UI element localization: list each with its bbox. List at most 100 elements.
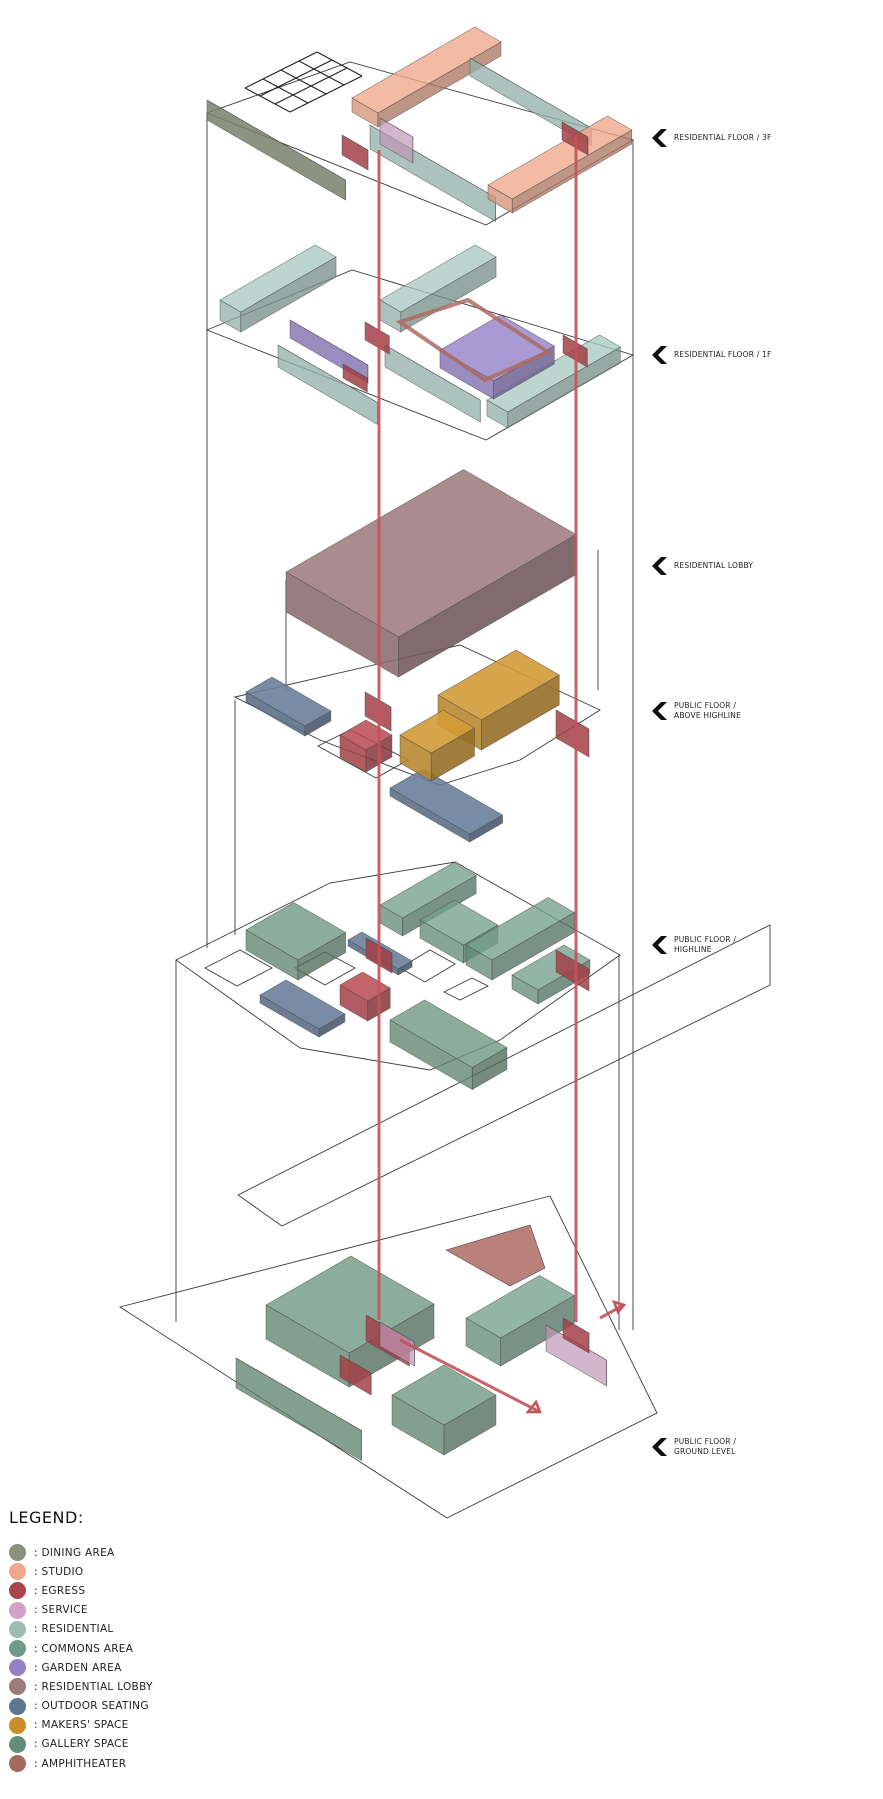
legend-item: : DINING AREA xyxy=(9,1543,153,1562)
floor-label-line: RESIDENTIAL FLOOR / 3F xyxy=(674,133,772,142)
commons-ground-1 xyxy=(465,1275,575,1367)
floor-label-line: RESIDENTIAL FLOOR / 1F xyxy=(674,350,772,359)
commons-highline-3 xyxy=(465,897,575,981)
egress-core-1f-b-top-face xyxy=(562,334,588,350)
residential-block-east-top-face xyxy=(469,57,592,129)
floor-label-high: PUBLIC FLOOR /HIGHLINE xyxy=(674,935,736,955)
floor-plate-3f xyxy=(205,61,635,226)
legend-label: : AMPHITHEATER xyxy=(34,1757,127,1770)
egress-core-ground-b-top-face xyxy=(562,1317,590,1334)
pergola-beam xyxy=(280,69,327,95)
residential-block-1f-nw-top-face xyxy=(219,244,337,313)
garden-block-east-top-face xyxy=(439,314,555,382)
pergola-beam xyxy=(298,60,345,86)
legend-label: : OUTDOOR SEATING xyxy=(34,1700,149,1713)
floor-label-line: ABOVE HIGHLINE xyxy=(674,711,742,720)
legend-label: : RESIDENTIAL LOBBY xyxy=(34,1680,153,1693)
floor-marker-chevron-icon xyxy=(651,702,669,724)
pergola-beam xyxy=(244,51,318,89)
gallery-ground-3 xyxy=(391,1364,497,1456)
service-core-3f-top-face xyxy=(379,117,414,138)
floor-label-above: PUBLIC FLOOR /ABOVE HIGHLINE xyxy=(674,701,741,721)
gallery-highline-2 xyxy=(389,999,508,1091)
gallery-ground-2-top-face xyxy=(235,1357,362,1431)
legend-label: : STUDIO xyxy=(34,1565,84,1578)
legend-swatch xyxy=(9,1582,26,1600)
dining-block-top-face xyxy=(206,99,346,181)
legend-swatch xyxy=(9,1755,26,1773)
floor-label-line: PUBLIC FLOOR / xyxy=(674,935,737,944)
commons-highline-1-top-face xyxy=(379,862,477,919)
legend-item: : OUTDOOR SEATING xyxy=(9,1697,153,1716)
legend-swatch xyxy=(9,1716,26,1734)
gallery-highline-1 xyxy=(245,902,347,981)
floor-plate-ground xyxy=(118,1195,658,1519)
makers-space-large-top-face xyxy=(437,649,560,721)
residential-block-1f-nw xyxy=(219,244,337,333)
service-core-ground-a xyxy=(379,1321,415,1367)
legend-label: : GARDEN AREA xyxy=(34,1661,122,1674)
floor-label-line: PUBLIC FLOOR / xyxy=(674,1437,737,1446)
floor-opening xyxy=(204,949,273,987)
floor-marker-chevron-icon xyxy=(651,1438,669,1460)
egress-core-above-b-left-face xyxy=(555,709,590,758)
legend-label: : RESIDENTIAL xyxy=(34,1623,114,1636)
floor-label-line: PUBLIC FLOOR / xyxy=(674,701,737,710)
legend-swatch xyxy=(9,1601,26,1619)
floor-marker-chevron-icon xyxy=(651,129,669,151)
residential-block-1f-ne xyxy=(379,244,497,333)
residential-block-1f-s xyxy=(384,344,481,423)
floor-label-res1: RESIDENTIAL FLOOR / 1F xyxy=(674,350,772,360)
legend-swatch xyxy=(9,1678,26,1696)
floor-marker-chevron-icon xyxy=(651,346,669,368)
legend-item: : RESIDENTIAL xyxy=(9,1620,153,1639)
dining-block xyxy=(206,99,346,201)
legend-item: : MAKERS' SPACE xyxy=(9,1716,153,1735)
outdoor-seating-above-2-top-face xyxy=(389,768,504,835)
egress-core-highline-a-top-face xyxy=(365,937,393,954)
egress-route-arrow-b xyxy=(599,1304,623,1320)
egress-core-1f-c-top-face xyxy=(342,363,368,379)
legend-swatch xyxy=(9,1620,26,1638)
floor-marker-chevron-icon xyxy=(651,557,669,579)
residential-block-1f-ne-top-face xyxy=(379,244,497,313)
gallery-ground-3-top-face xyxy=(391,1364,497,1426)
egress-core-highline-b-top-face xyxy=(555,949,590,970)
egress-core-ground-b xyxy=(562,1317,590,1354)
garden-block-east xyxy=(439,314,555,400)
legend-swatch xyxy=(9,1735,26,1753)
gallery-highline-2-top-face xyxy=(389,999,508,1068)
garden-block-west-top-face xyxy=(289,319,369,366)
residential-block-1f-s-top-face xyxy=(384,344,481,401)
floor-plate-above-highline xyxy=(233,644,601,786)
legend-item: : GARDEN AREA xyxy=(9,1658,153,1677)
floor-label-line: GROUND LEVEL xyxy=(674,1447,736,1456)
pergola-beam xyxy=(316,51,363,77)
egress-core-1f-c xyxy=(342,363,368,393)
egress-arrowhead-a xyxy=(525,1399,542,1414)
pergola-beam xyxy=(289,75,363,113)
commons-ground-1-top-face xyxy=(465,1275,575,1339)
egress-core-3f-b-top-face xyxy=(561,121,589,138)
gallery-highline-1-top-face xyxy=(245,902,347,961)
egress-stair-ground xyxy=(339,1354,372,1396)
pergola-beam xyxy=(274,67,348,105)
egress-core-1f-a-top-face xyxy=(364,321,390,337)
outdoor-seating-highline-1 xyxy=(259,979,346,1038)
highline-ribbon xyxy=(237,924,771,1227)
floor-marker-chevron-icon xyxy=(651,936,669,958)
egress-core-1f-a xyxy=(364,321,390,355)
legend-swatch xyxy=(9,1640,26,1658)
garden-walkway-loop xyxy=(395,297,553,383)
egress-shafts xyxy=(377,135,627,1414)
legend-item: : RESIDENTIAL LOBBY xyxy=(9,1677,153,1696)
legend-item: : STUDIO xyxy=(9,1562,153,1581)
gallery-ground-2 xyxy=(235,1357,362,1462)
legend-swatch xyxy=(9,1544,26,1562)
floor-label-ground: PUBLIC FLOOR /GROUND LEVEL xyxy=(674,1437,736,1457)
legend-label: : EGRESS xyxy=(34,1584,86,1597)
legend-label: : MAKERS' SPACE xyxy=(34,1719,129,1732)
legend-list: : DINING AREA: STUDIO: EGRESS: SERVICE: … xyxy=(9,1543,153,1773)
studio-block-south-top-face xyxy=(487,115,633,200)
